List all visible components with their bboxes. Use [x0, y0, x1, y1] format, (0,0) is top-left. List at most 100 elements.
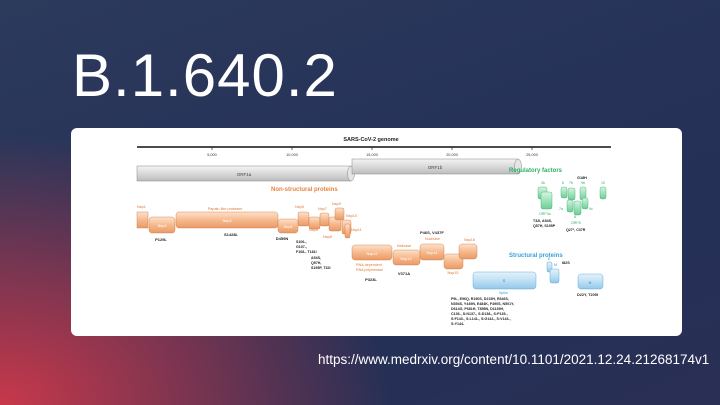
- nsp13-mutation: V371A: [398, 271, 410, 276]
- spike-mutation-6: S:Y144-: [451, 322, 465, 326]
- nsp14-cylinder: [419, 243, 445, 261]
- orf9c-cylinder: [581, 197, 589, 210]
- n-mutation: D22Y, T205I: [577, 293, 598, 297]
- reg-label-orf3a: ORF3a: [539, 212, 551, 216]
- genome-diagram: SARS-CoV-2 genome 5,000 10,000 15,000 20…: [136, 137, 611, 326]
- nsp9-cylinder: [334, 207, 345, 221]
- orf1b-label: ORF1b: [428, 165, 443, 170]
- nsp9-label: Nsp9: [332, 202, 341, 206]
- nsp-proteins: Nsp1 Nsp2 P129L Papain-like protease Nsp…: [136, 202, 478, 282]
- nsp13-label: Nsp13: [401, 257, 412, 261]
- nsp4-mutation: D459N: [276, 236, 289, 241]
- nuclease-note: Nuclease: [425, 237, 440, 241]
- orf6-cylinder: [560, 186, 568, 199]
- spike-mutation-2: N394S, Y449N, E484K, F490S, N501Y,: [451, 302, 514, 306]
- reg-label-10: 10: [601, 181, 605, 185]
- nsp3-mutation: S1428L: [224, 232, 239, 237]
- orf3a-mutation-2: Q57H, S195P: [533, 224, 556, 228]
- nsp8-mutation-1: A54S,: [311, 256, 321, 260]
- reg-label-9c: 9c: [589, 207, 593, 211]
- orf1a-label: ORF1a: [237, 172, 252, 177]
- helicase-note: Helicase: [397, 244, 412, 248]
- nsp6-mutation-2: G107-,: [296, 245, 307, 249]
- nsp7-label: Nsp7: [318, 207, 327, 211]
- orf3a-cylinder: [540, 191, 553, 210]
- slide-title: B.1.640.2: [72, 42, 338, 109]
- m-label: M: [554, 263, 557, 267]
- spike-mutation-4: C136-, S:N137-, S:D138-, S:P139-,: [451, 312, 508, 316]
- nsp11-cylinder: [344, 223, 351, 239]
- nsp3-label: Nsp3: [223, 219, 232, 223]
- nsp8-mutation-2: Q57H,: [311, 261, 321, 265]
- nsp12-label: Nsp12: [367, 252, 378, 256]
- nsp-heading: Non-structural proteins: [271, 187, 338, 193]
- nsp16-cylinder: [458, 243, 478, 260]
- orf3a-mutation-1: T32I, A54S,: [533, 219, 552, 223]
- orf7a-cylinder: [566, 199, 574, 213]
- axis-tick-label: 5,000: [207, 153, 217, 157]
- nsp15-cylinder: [443, 253, 464, 270]
- reg-label-9b: 9b: [581, 181, 585, 185]
- reg-label-8: 8: [574, 215, 576, 219]
- nsp2-label: Nsp2: [158, 224, 167, 228]
- orf7b-cylinder: [567, 187, 576, 201]
- n-label: N: [589, 281, 592, 285]
- spike-label: Spike: [499, 291, 508, 295]
- reg-label-7b: 7b: [569, 181, 573, 185]
- nsp2-mutation: P129L: [155, 237, 167, 242]
- nsp12-mutation: P323L: [365, 277, 377, 282]
- reg-label-3b: 3b: [541, 181, 545, 185]
- orf8-cylinder: [573, 200, 582, 216]
- rdrp-note-2: RNA polymerase: [356, 268, 383, 272]
- structural-heading: Structural proteins: [509, 253, 563, 259]
- nsp15-label: Nsp15: [448, 271, 459, 275]
- orf8-mutation: Q27*, C37R: [566, 228, 586, 232]
- nsp6-label: Nsp6: [309, 228, 318, 232]
- reg-label-orf8: ORF8: [571, 221, 581, 225]
- reg-label-7a: 7a: [559, 207, 563, 211]
- nsp12-cylinder: [351, 244, 393, 261]
- nsp4-cylinder: [277, 218, 299, 234]
- spike-mutation-5: S:F140-, S:L141-, S:G142-, S:V143-,: [451, 317, 511, 321]
- nsp16-label: Nsp16: [464, 238, 475, 242]
- nsp1-label: Nsp1: [137, 205, 146, 209]
- nsp2-cylinder: [148, 216, 176, 234]
- m-mutation: I82S: [562, 261, 570, 265]
- nsp10-label: Nsp10: [346, 214, 357, 218]
- nsp14-label: Nsp14: [427, 251, 438, 255]
- nsp11-label: Nsp11: [351, 228, 362, 232]
- nsp3-cylinder: [175, 211, 279, 229]
- nsp8-label: Nsp8: [323, 235, 332, 239]
- nsp7-cylinder: [319, 212, 330, 227]
- source-link[interactable]: https://www.medrxiv.org/content/10.1101/…: [318, 352, 710, 367]
- nsp5-label: Nsp5: [295, 205, 304, 209]
- regulatory-proteins: G18H 3b 6 7b 9b 10 ORF3a 7a 8 9c ORF8 T3…: [533, 176, 607, 232]
- e-label: E: [548, 257, 551, 261]
- papain-protease-note: Papain-like protease: [208, 207, 243, 211]
- n-cylinder: [577, 273, 604, 290]
- genome-title: SARS-CoV-2 genome: [343, 137, 398, 143]
- axis-tick-label: 10,000: [286, 153, 298, 157]
- g18h-mutation: G18H: [577, 176, 587, 180]
- axis-ticks: 5,000 10,000 15,000 20,000 25,000: [207, 147, 538, 157]
- axis-tick-label: 20,000: [446, 153, 458, 157]
- spike-mutation-1: P9L, E96Q, R190S, D215H, R346S,: [451, 297, 509, 301]
- regulatory-heading: Regulatory factors: [509, 168, 563, 174]
- orf1b-cylinder: ORF1b: [351, 158, 522, 175]
- nsp6-cylinder: [308, 216, 321, 230]
- axis-tick-label: 15,000: [366, 153, 378, 157]
- reg-label-6: 6: [562, 181, 564, 185]
- nsp5-cylinder: [297, 211, 310, 227]
- nsp1-cylinder: [136, 211, 149, 229]
- nsp14-mutation: P46S, V437F: [420, 230, 444, 235]
- axis-tick-label: 25,000: [526, 153, 538, 157]
- orf1a-cylinder: ORF1a: [136, 165, 355, 182]
- genome-figure: SARS-CoV-2 genome 5,000 10,000 15,000 20…: [71, 128, 682, 336]
- nsp6-mutation-3: F108-, T181I: [296, 250, 317, 254]
- m-cylinder: [549, 268, 560, 284]
- spike-cylinder: [472, 271, 537, 290]
- nsp8-mutation-3: S195P, T32I: [311, 266, 331, 270]
- nsp4-label: Nsp4: [284, 225, 293, 229]
- spike-s-label: S: [503, 279, 506, 283]
- nsp6-mutation-1: S106-,: [296, 240, 307, 244]
